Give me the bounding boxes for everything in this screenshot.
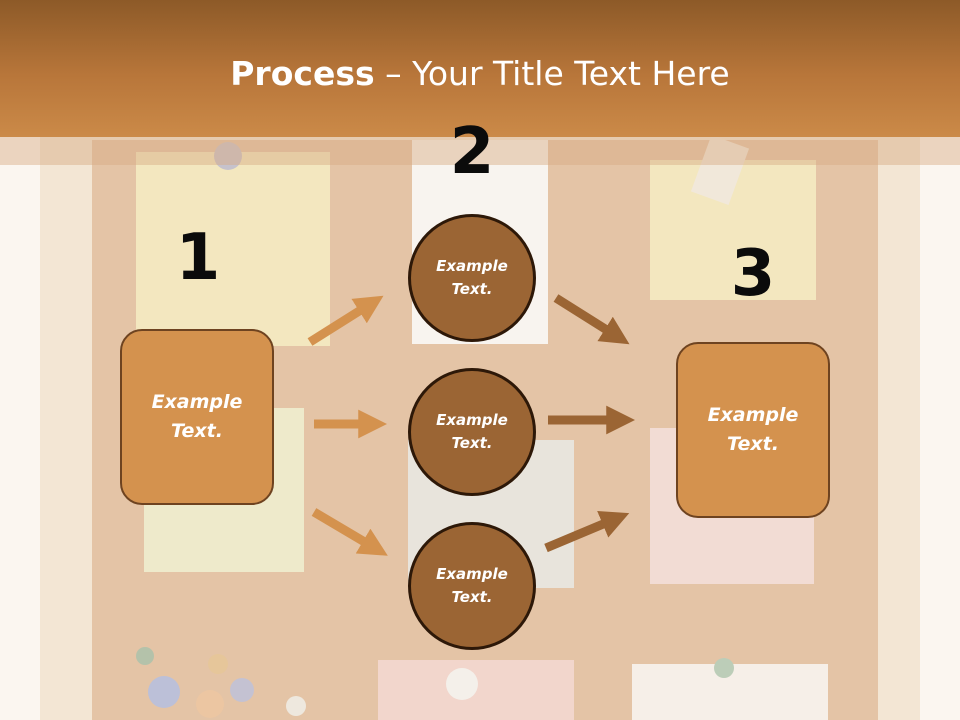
step-1-box-text: Example Text. xyxy=(151,391,243,442)
arrow-bottom-to-right xyxy=(544,510,630,553)
step-number-3: 3 xyxy=(730,237,776,311)
title-bar-band xyxy=(0,137,960,165)
title-rest: – Your Title Text Here xyxy=(374,54,730,93)
circle-bottom-text: Example Text. xyxy=(436,565,508,606)
step-2-circle-bottom: Example Text. xyxy=(408,522,536,650)
step-3-box: Example Text. xyxy=(676,342,830,518)
step-number-2: 2 xyxy=(449,115,495,189)
slide-title: Process – Your Title Text Here xyxy=(0,52,960,96)
step-2-circle-top: Example Text. xyxy=(408,214,536,342)
arrow-left-to-top xyxy=(307,295,384,346)
step-2-circle-middle: Example Text. xyxy=(408,368,536,496)
step-3-box-text: Example Text. xyxy=(707,404,799,455)
title-bold: Process xyxy=(230,54,375,93)
arrow-left-to-bottom xyxy=(311,508,388,556)
circle-top-text: Example Text. xyxy=(436,257,508,298)
circle-middle-text: Example Text. xyxy=(436,411,508,452)
title-bar xyxy=(0,0,960,137)
arrow-top-to-right xyxy=(553,294,630,345)
step-1-box: Example Text. xyxy=(120,329,274,505)
step-number-1: 1 xyxy=(175,221,221,295)
